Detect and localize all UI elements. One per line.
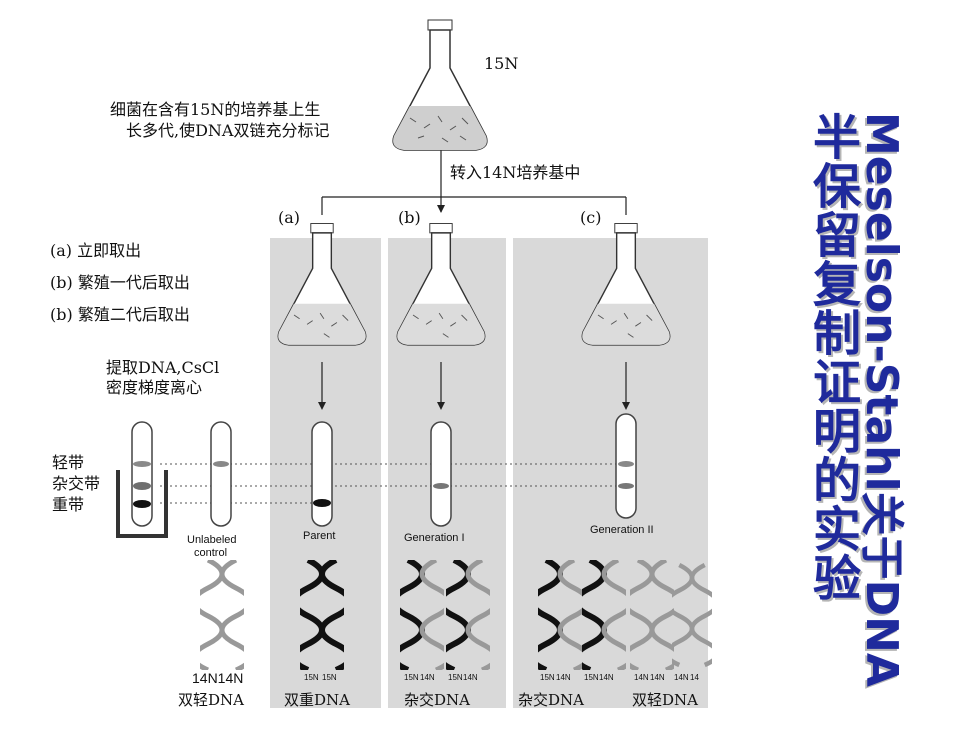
helix-sublabel-parent-2: 15N bbox=[322, 673, 337, 682]
tube-reference-icon bbox=[116, 421, 168, 538]
tube-gen2-icon bbox=[615, 413, 637, 519]
step-c: (b) 繁殖二代后取出 bbox=[50, 305, 190, 324]
step-b: (b) 繁殖一代后取出 bbox=[50, 273, 190, 292]
helix-sublabel-gen1-4: 14N bbox=[463, 673, 478, 682]
tube-label-parent: Parent bbox=[303, 530, 336, 542]
dna-helix-control bbox=[200, 560, 244, 670]
extract-line-2: 密度梯度离心 bbox=[106, 378, 203, 397]
band-label-light: 轻带 bbox=[52, 453, 85, 472]
helix-sublabel-gen2-8: 14 bbox=[690, 673, 699, 682]
dna-label-control: 双轻DNA bbox=[178, 691, 244, 709]
band-label-hybrid: 杂交带 bbox=[52, 474, 101, 493]
dna-helix-gen2-light-2 bbox=[672, 562, 712, 668]
helix-sublabel-gen2-4: 14N bbox=[599, 673, 614, 682]
dna-helix-gen1-left bbox=[400, 560, 444, 670]
helix-sublabel-gen2-1: 15N bbox=[540, 673, 555, 682]
flask-icon-a bbox=[277, 223, 367, 346]
dna-helix-gen2-hybrid-1 bbox=[538, 560, 582, 670]
tube-control-icon bbox=[210, 421, 232, 527]
flask-icon-c bbox=[581, 223, 671, 346]
helix-sublabel-gen1-2: 14N bbox=[420, 673, 435, 682]
dna-helix-gen2-light-1 bbox=[630, 560, 674, 670]
tube-label-gen1: Generation I bbox=[404, 532, 465, 544]
flask-icon-top bbox=[392, 19, 488, 151]
stage-tag-b: (b) bbox=[398, 208, 421, 227]
helix-sublabel-parent-1: 15N bbox=[304, 673, 319, 682]
top-flask-label: 15N bbox=[484, 54, 519, 73]
tube-gen1-icon bbox=[430, 421, 452, 527]
intro-text-line-2: 长多代,使DNA双链充分标记 bbox=[126, 121, 330, 140]
helix-sublabel-gen2-6: 14N bbox=[650, 673, 665, 682]
band-label-heavy: 重带 bbox=[52, 495, 85, 514]
stage-tag-c: (c) bbox=[580, 208, 602, 227]
helix-sublabel-gen2-3: 15N bbox=[584, 673, 599, 682]
intro-text-line-1: 细菌在含有15N的培养基上生 bbox=[110, 100, 321, 119]
title-line-2: 半保留复制证明的实验 bbox=[804, 112, 860, 602]
dna-label-gen1: 杂交DNA bbox=[404, 691, 470, 709]
dna-helix-gen1-right bbox=[446, 560, 490, 670]
dna-helix-parent bbox=[300, 560, 344, 670]
transfer-label: 转入14N培养基中 bbox=[450, 163, 581, 182]
extract-line-1: 提取DNA,CsCl bbox=[106, 358, 220, 377]
tube-label-gen2: Generation II bbox=[590, 524, 654, 536]
step-a: (a) 立即取出 bbox=[50, 241, 142, 260]
dna-helix-gen2-hybrid-2 bbox=[582, 560, 626, 670]
tube-parent-icon bbox=[311, 421, 333, 527]
helix-sublabel-gen1-1: 15N bbox=[404, 673, 419, 682]
control-label-1: Unlabeled bbox=[187, 534, 237, 546]
helix-sublabel-gen1-3: 15N bbox=[448, 673, 463, 682]
control-label-2: control bbox=[194, 547, 228, 559]
dna-label-gen2-hybrid: 杂交DNA bbox=[518, 691, 584, 709]
stage-tag-a: (a) bbox=[278, 208, 301, 227]
helix-sublabel-gen2-7: 14N bbox=[674, 673, 689, 682]
dna-label-parent: 双重DNA bbox=[284, 691, 350, 709]
dna-label-gen2-light: 双轻DNA bbox=[632, 691, 698, 709]
flask-icon-b bbox=[396, 223, 486, 346]
control-helix-label: 14N14N bbox=[192, 670, 244, 686]
helix-sublabel-gen2-2: 14N bbox=[556, 673, 571, 682]
helix-sublabel-gen2-5: 14N bbox=[634, 673, 649, 682]
title-line-1: Meselson-Stahl关于DNA bbox=[856, 112, 907, 687]
